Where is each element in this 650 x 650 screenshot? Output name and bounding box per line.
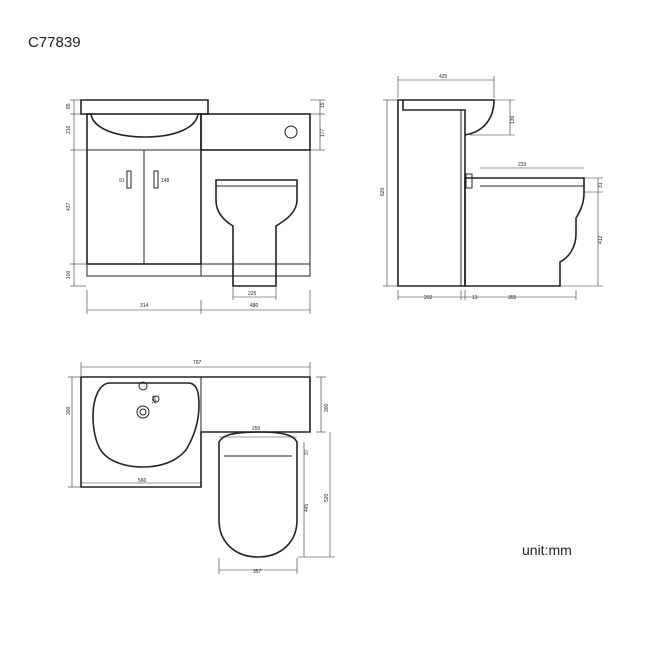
dim-side-bottom-2: 13 — [472, 295, 478, 301]
tap-hole-icon — [138, 381, 148, 391]
dim-plan-cabinet-depth: 300 — [324, 403, 330, 412]
dim-plan-pan-depth-top: 250 — [252, 426, 261, 432]
side-cabinet — [397, 99, 466, 287]
dim-plan-pan-width: 357 — [253, 569, 262, 575]
dim-plan-basin-width: 560 — [138, 478, 147, 484]
side-hinge — [465, 173, 473, 189]
plan-view: 797 300 300 560 120 250 37 445 520 357 — [66, 360, 335, 575]
dim-plan-tap-hole: 120 — [152, 395, 158, 404]
side-toilet — [464, 177, 585, 287]
dim-side-pan-rim: 31 — [598, 182, 604, 188]
dim-handle-right: 148 — [161, 178, 170, 184]
dim-handle-left: 91 — [119, 178, 125, 184]
plug-hole-icon — [136, 405, 150, 419]
dim-front-left-4: 100 — [66, 270, 72, 279]
front-wc-panel — [200, 149, 311, 277]
front-toilet — [215, 179, 298, 287]
dim-side-bottom-1: 202 — [424, 295, 433, 301]
unit-label: unit:mm — [522, 542, 572, 558]
dim-side-basin-drop: 136 — [510, 115, 516, 124]
dim-side-pan-height: 412 — [598, 235, 604, 244]
front-wc-cabinet — [200, 113, 311, 151]
side-basin — [403, 99, 495, 136]
dim-plan-basin-depth: 300 — [66, 406, 72, 415]
front-basin-top — [80, 99, 209, 138]
dim-plan-total-width: 797 — [193, 360, 202, 366]
left-door-handle — [126, 170, 132, 189]
plan-basin-bowl — [92, 382, 200, 468]
dim-front-right-1: 15 — [320, 102, 326, 108]
flush-button-icon — [284, 125, 298, 139]
dim-plan-pan-length: 445 — [304, 503, 310, 512]
dim-side-total-height: 820 — [380, 187, 386, 196]
dim-front-left-1: 85 — [66, 103, 72, 109]
side-view: 425 136 820 233 31 412 202 13 355 — [380, 74, 604, 301]
dim-front-left-2: 216 — [66, 125, 72, 134]
dim-front-bottom-2: 480 — [250, 303, 259, 309]
dim-plan-pan-gap: 37 — [304, 449, 310, 455]
dim-front-bottom-1: 314 — [140, 303, 149, 309]
dim-side-pan-top: 233 — [518, 162, 527, 168]
overflow-icon — [152, 395, 160, 403]
dim-plan-pan-total: 520 — [324, 493, 330, 502]
right-door-handle — [153, 170, 159, 189]
dim-front-left-3: 437 — [66, 202, 72, 211]
front-view: 85 216 437 100 15 177 225 314 480 91 148 — [66, 99, 326, 314]
plan-toilet-pan — [218, 431, 298, 558]
dim-side-bottom-3: 355 — [508, 295, 517, 301]
dim-side-top-depth: 425 — [439, 74, 448, 80]
dim-front-pan-width: 225 — [248, 291, 257, 297]
dim-front-right-2: 177 — [320, 128, 326, 137]
product-code: C77839 — [28, 34, 81, 51]
front-plinth — [86, 263, 202, 277]
